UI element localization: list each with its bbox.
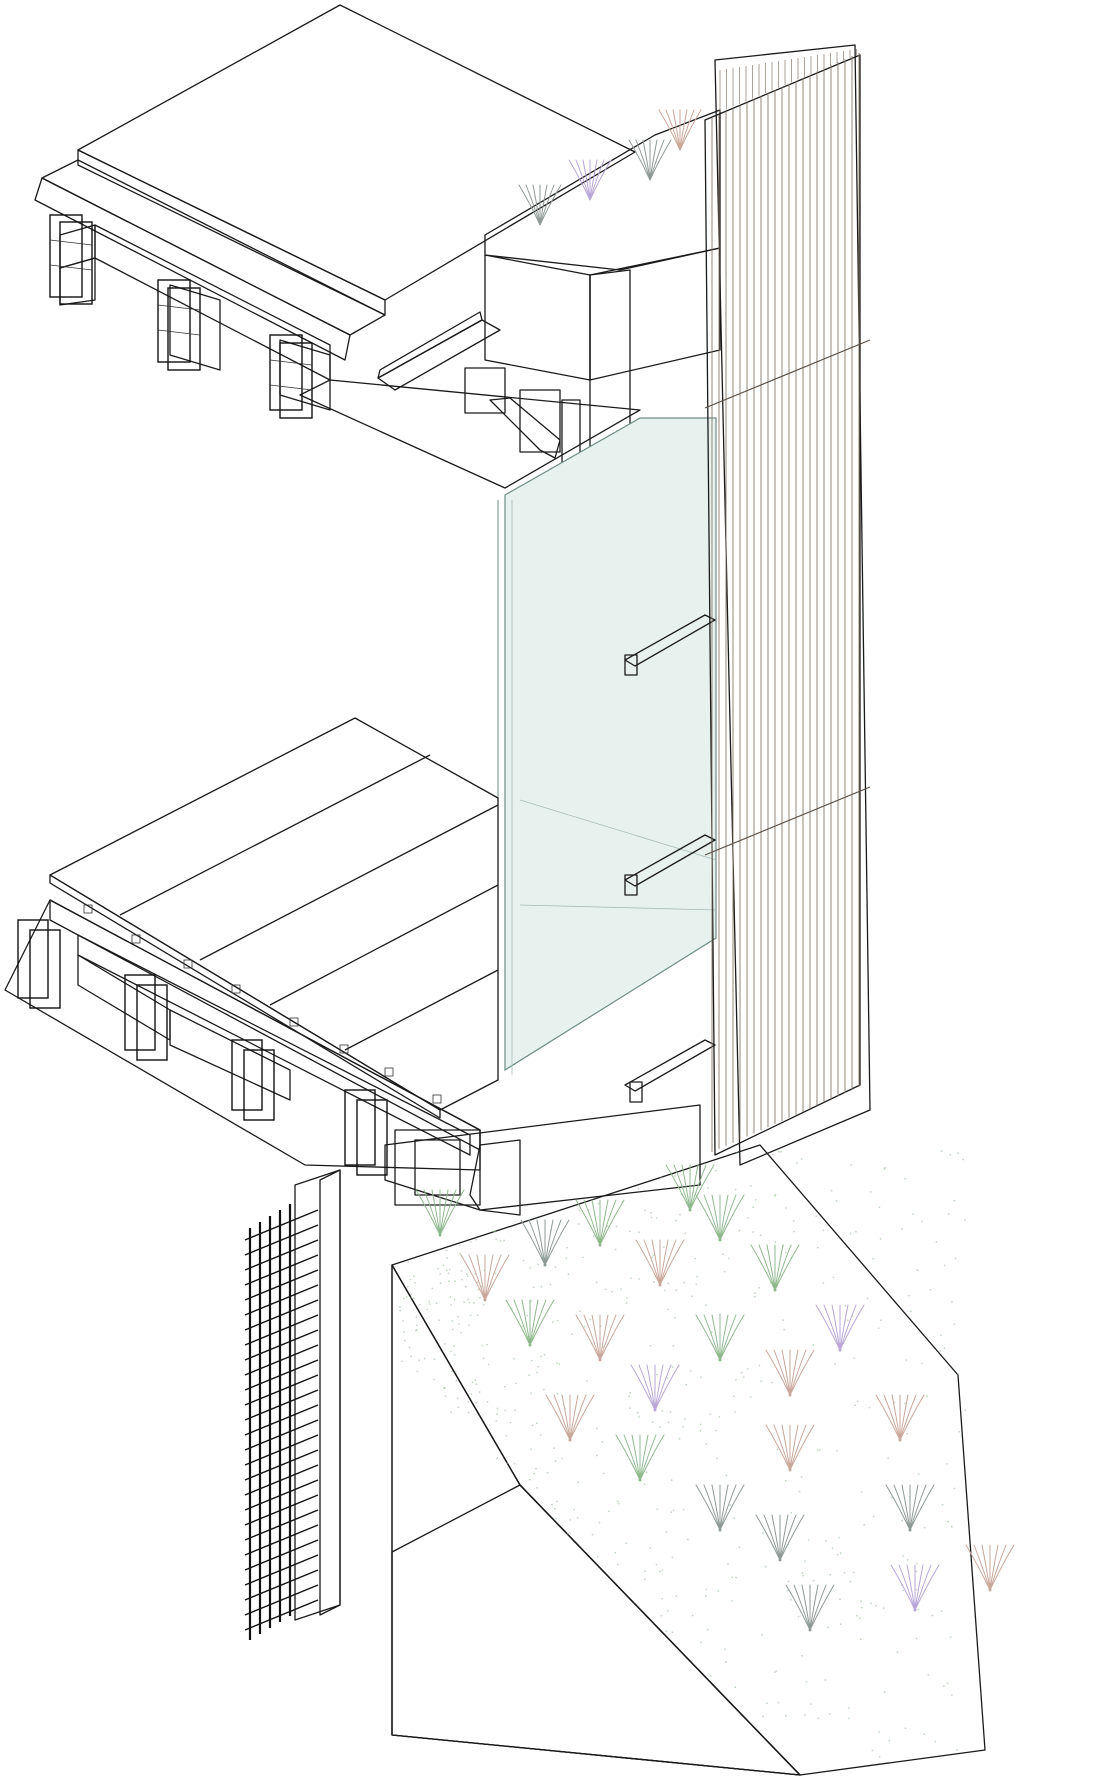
plant-icon bbox=[518, 184, 562, 226]
plant-icon bbox=[695, 1194, 745, 1242]
plant-icon bbox=[545, 1394, 595, 1442]
plant-icon bbox=[965, 1544, 1015, 1592]
lower-rebar-cage-1 bbox=[17, 919, 61, 1009]
timber-fin-icon bbox=[711, 49, 860, 1152]
plant-icon bbox=[568, 159, 612, 201]
upper-rebar-cage-3 bbox=[269, 334, 313, 419]
timber-fin-screen bbox=[704, 44, 871, 1166]
plant-icon bbox=[695, 1484, 745, 1532]
plant-icon bbox=[885, 1484, 935, 1532]
plant-icon bbox=[875, 1394, 925, 1442]
plant-icon bbox=[815, 1304, 865, 1352]
plant-icon bbox=[415, 1189, 465, 1237]
plant-icon bbox=[755, 1514, 805, 1562]
wall-reinforcement-mesh bbox=[244, 1204, 319, 1640]
plant-icon bbox=[520, 1219, 570, 1267]
green-roof-planter bbox=[377, 109, 721, 466]
plant-icon bbox=[765, 1424, 815, 1472]
lower-rebar-cage-3 bbox=[231, 1039, 275, 1121]
plant-icon bbox=[765, 1349, 815, 1397]
plant-icon bbox=[505, 1299, 555, 1347]
plant-icon bbox=[630, 1364, 680, 1412]
plant-icon bbox=[635, 1239, 685, 1287]
plant-icon bbox=[615, 1434, 665, 1482]
retaining-wall bbox=[244, 1169, 341, 1640]
planted-embankment bbox=[391, 109, 1015, 1776]
plant-icon bbox=[785, 1584, 835, 1632]
upper-rebar-cage-2 bbox=[157, 279, 201, 371]
plant-icon bbox=[628, 139, 672, 181]
plant-icon bbox=[890, 1564, 940, 1612]
plant-icon bbox=[658, 109, 702, 151]
ground-texture bbox=[399, 1150, 967, 1758]
plant-icon bbox=[575, 1314, 625, 1362]
upper-rebar-cage-1 bbox=[49, 214, 93, 305]
curtain-wall-glazing bbox=[497, 417, 717, 1103]
lower-floor-slab bbox=[4, 717, 701, 1216]
upper-floor-slab bbox=[34, 4, 641, 489]
rebar-cage-icon bbox=[49, 214, 313, 419]
plant-icon bbox=[695, 1314, 745, 1362]
lower-rebar-cage-2 bbox=[124, 974, 168, 1061]
plant-icon bbox=[750, 1244, 800, 1292]
plant-icon bbox=[665, 1164, 715, 1212]
plant-icon bbox=[415, 109, 1015, 1632]
rebar-cage-icon bbox=[17, 919, 388, 1176]
lower-rebar-cage-4 bbox=[344, 1089, 388, 1176]
plant-icon bbox=[460, 1254, 510, 1302]
plant-icon bbox=[575, 1199, 625, 1247]
